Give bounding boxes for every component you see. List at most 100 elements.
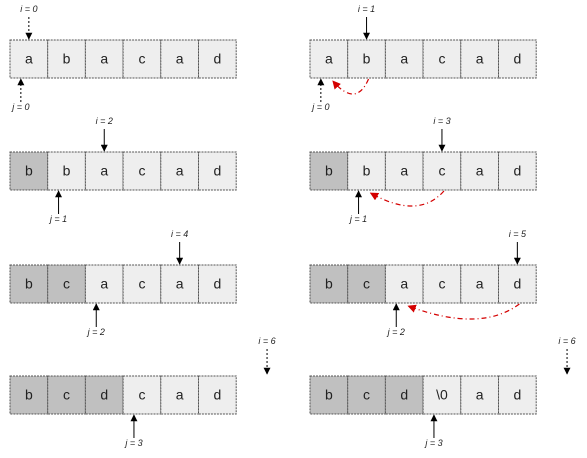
cell-char: d bbox=[213, 276, 221, 292]
cell-char: d bbox=[513, 276, 521, 292]
array-cell bbox=[422, 39, 462, 79]
cell-char: \0 bbox=[436, 387, 448, 403]
array-cell bbox=[84, 151, 124, 191]
cell-char: a bbox=[100, 51, 108, 67]
array-cell bbox=[498, 39, 537, 79]
i-index-label: i = 2 bbox=[96, 116, 113, 126]
array-cell bbox=[347, 151, 386, 191]
cell-char: b bbox=[25, 387, 33, 403]
array-cell bbox=[84, 375, 124, 415]
array-cell bbox=[498, 375, 537, 415]
array-cell bbox=[47, 375, 86, 415]
array-cell bbox=[498, 264, 537, 304]
array-cell bbox=[84, 39, 124, 79]
cell-char: d bbox=[513, 387, 521, 403]
cell-char: a bbox=[100, 276, 108, 292]
cell-char: a bbox=[400, 51, 408, 67]
cell-char: c bbox=[438, 51, 445, 67]
i-index-label: i = 1 bbox=[358, 4, 375, 14]
array-cell bbox=[309, 264, 349, 304]
array-cell bbox=[422, 375, 462, 415]
array-cell bbox=[309, 39, 349, 79]
array-cell bbox=[309, 151, 349, 191]
j-index-label: j = 1 bbox=[349, 214, 367, 224]
cell-char: b bbox=[25, 276, 33, 292]
i-index-label: i = 6 bbox=[558, 336, 575, 346]
array-cell bbox=[9, 264, 49, 304]
copy-arrow bbox=[369, 190, 445, 207]
array-cell bbox=[198, 375, 237, 415]
cell-char: d bbox=[213, 387, 221, 403]
cell-char: a bbox=[476, 51, 484, 67]
cell-char: a bbox=[176, 276, 184, 292]
cell-char: a bbox=[476, 163, 484, 179]
cell-char: a bbox=[400, 276, 408, 292]
copy-arrow bbox=[407, 303, 520, 320]
cell-char: b bbox=[63, 163, 71, 179]
array-cell bbox=[198, 151, 237, 191]
array-cell bbox=[384, 39, 424, 79]
cell-char: d bbox=[513, 163, 521, 179]
array-cell bbox=[309, 375, 349, 415]
i-index-label: i = 0 bbox=[20, 4, 37, 14]
j-index-label: j = 0 bbox=[11, 102, 29, 112]
array-cell bbox=[198, 39, 237, 79]
cell-char: d bbox=[213, 163, 221, 179]
array-cell bbox=[347, 39, 386, 79]
cell-char: b bbox=[363, 51, 371, 67]
cell-char: a bbox=[325, 51, 333, 67]
cell-char: c bbox=[63, 276, 70, 292]
cell-char: b bbox=[25, 163, 33, 179]
cell-char: a bbox=[176, 387, 184, 403]
array-cell bbox=[460, 375, 499, 415]
j-index-label: j = 3 bbox=[124, 438, 142, 448]
array-cell bbox=[460, 151, 499, 191]
cell-char: c bbox=[138, 276, 145, 292]
cell-char: c bbox=[438, 276, 445, 292]
cell-char: b bbox=[325, 276, 333, 292]
array-cell bbox=[47, 264, 86, 304]
array-cell bbox=[198, 264, 237, 304]
array-cell bbox=[122, 375, 162, 415]
array-cell bbox=[347, 375, 386, 415]
cell-char: d bbox=[213, 51, 221, 67]
cell-char: a bbox=[176, 163, 184, 179]
array-cell bbox=[160, 39, 200, 79]
cell-char: a bbox=[476, 387, 484, 403]
j-index-label: j = 3 bbox=[424, 438, 442, 448]
cell-char: c bbox=[363, 387, 370, 403]
i-index-label: i = 3 bbox=[433, 116, 450, 126]
cell-char: a bbox=[25, 51, 33, 67]
cell-char: c bbox=[138, 163, 145, 179]
i-index-label: i = 4 bbox=[171, 229, 188, 239]
j-index-label: j = 0 bbox=[311, 102, 329, 112]
array-cell bbox=[460, 264, 499, 304]
array-cell bbox=[47, 151, 86, 191]
cell-char: c bbox=[363, 276, 370, 292]
array-cell bbox=[422, 264, 462, 304]
array-cell bbox=[384, 375, 424, 415]
j-index-label: j = 2 bbox=[387, 327, 405, 337]
array-cell bbox=[460, 39, 499, 79]
cell-char: d bbox=[400, 387, 408, 403]
array-cell bbox=[122, 264, 162, 304]
j-index-label: j = 1 bbox=[49, 214, 67, 224]
array-cell bbox=[9, 375, 49, 415]
array-cell bbox=[160, 264, 200, 304]
cell-char: b bbox=[63, 51, 71, 67]
array-cell bbox=[122, 151, 162, 191]
cell-char: c bbox=[138, 51, 145, 67]
array-cell bbox=[84, 264, 124, 304]
i-index-label: i = 5 bbox=[509, 229, 527, 239]
cell-char: c bbox=[438, 163, 445, 179]
cell-char: b bbox=[325, 163, 333, 179]
